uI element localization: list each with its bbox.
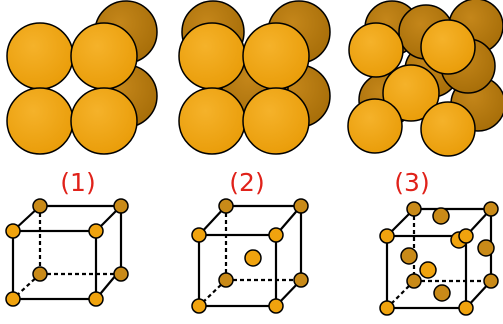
corner-atom bbox=[88, 223, 104, 239]
corner-atom bbox=[218, 198, 234, 214]
fcc-packing bbox=[347, 0, 503, 157]
sphere-front bbox=[70, 22, 138, 90]
corner-atom bbox=[458, 228, 474, 244]
corner-atom bbox=[483, 201, 499, 217]
corner-atom bbox=[483, 273, 499, 289]
corner-atom bbox=[458, 300, 474, 316]
sphere-front bbox=[420, 19, 476, 75]
sphere-front bbox=[347, 98, 403, 154]
bcc-atoms bbox=[191, 198, 309, 314]
corner-atom bbox=[379, 228, 395, 244]
sphere-front bbox=[178, 87, 246, 155]
corner-atom bbox=[293, 272, 309, 288]
corner-atom bbox=[5, 291, 21, 307]
corner-atom bbox=[113, 198, 129, 214]
sphere-front bbox=[6, 87, 74, 155]
corner-atom bbox=[268, 298, 284, 314]
label-fcc: (3) bbox=[394, 168, 429, 197]
corner-atom bbox=[32, 266, 48, 282]
corner-atom bbox=[218, 272, 234, 288]
corner-atom bbox=[293, 198, 309, 214]
bcc-packing bbox=[178, 0, 331, 155]
simple-cubic-atoms bbox=[5, 198, 129, 307]
corner-atom bbox=[379, 300, 395, 316]
sphere-front bbox=[348, 22, 404, 78]
corner-atom bbox=[191, 298, 207, 314]
corner-atom bbox=[113, 266, 129, 282]
simple-cubic-packing bbox=[6, 0, 158, 155]
sphere-front bbox=[70, 87, 138, 155]
corner-atom bbox=[268, 227, 284, 243]
sphere-front bbox=[382, 64, 440, 122]
corner-atom bbox=[88, 291, 104, 307]
sphere-front bbox=[420, 101, 476, 157]
face-center-atom bbox=[432, 207, 450, 225]
corner-atom bbox=[406, 273, 422, 289]
face-center-atom bbox=[477, 239, 495, 257]
sphere-front bbox=[6, 22, 74, 90]
simple-cubic-cell bbox=[11, 204, 123, 301]
sphere-front bbox=[242, 22, 310, 90]
face-center-atom bbox=[400, 247, 418, 265]
sphere-front bbox=[242, 87, 310, 155]
label-simple-cubic: (1) bbox=[60, 168, 95, 197]
corner-atom bbox=[191, 227, 207, 243]
sphere-front bbox=[178, 22, 246, 90]
fcc-atoms bbox=[379, 201, 499, 316]
corner-atom bbox=[406, 201, 422, 217]
corner-atom bbox=[32, 198, 48, 214]
label-bcc: (2) bbox=[229, 168, 264, 197]
face-center-atom bbox=[433, 284, 451, 302]
corner-atom bbox=[5, 223, 21, 239]
face-center-atom bbox=[419, 261, 437, 279]
body-center-atom bbox=[244, 249, 262, 267]
